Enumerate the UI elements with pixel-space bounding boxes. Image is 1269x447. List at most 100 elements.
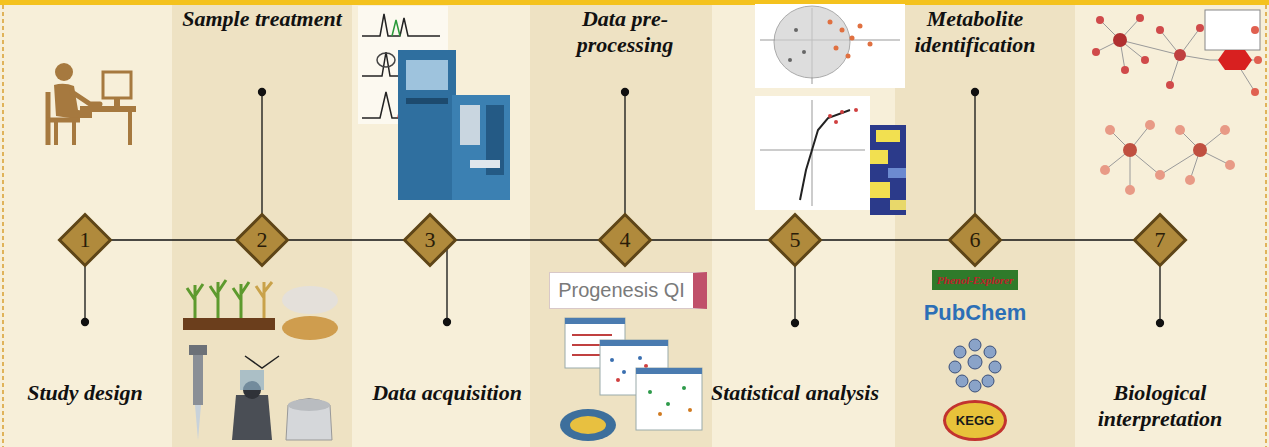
software-screenshot [648,390,652,394]
software-screenshot [648,386,686,406]
chromatogram-plot [392,20,400,36]
lab-equipment [189,345,332,440]
chromatogram-plot [362,14,440,36]
leader-stem [444,319,451,326]
software-screenshot [682,386,686,390]
pathway-network [1218,50,1252,70]
score-plot [868,42,873,47]
plant-samples [210,280,226,318]
timeline-connector [651,239,769,240]
pathway-network [1092,10,1262,195]
score-plot [850,36,855,41]
diamond-shape [237,215,288,266]
software-screenshot [638,356,642,360]
score-plot [755,4,905,88]
step-number: 7 [1155,229,1166,251]
pathway-network [1141,56,1149,64]
software-screenshot [666,402,670,406]
heatmap [876,130,900,142]
heatmap [870,150,888,164]
plant-samples [282,316,338,340]
diamond-shape [600,215,651,266]
step-diamond: 6 [949,214,1001,266]
person-icon [54,120,58,145]
leader-stem [1157,320,1164,327]
score-plot [834,46,839,51]
software-screenshot [565,318,625,324]
leader-stem [974,92,975,216]
lipid-maps-icon [989,361,1001,373]
leader-stem [794,264,795,323]
leader-stem [972,89,979,96]
heatmap [888,168,906,178]
heatmap [870,125,906,215]
step-diamond: 3 [404,214,456,266]
heatmap [870,125,906,215]
score-plot [794,28,798,32]
volcano-plot [755,96,870,210]
step-diamond: 5 [769,214,821,266]
pathway-network [1125,185,1135,195]
pathway-network [1166,81,1174,89]
volcano-plot [828,114,832,118]
timeline-connector [1001,239,1134,240]
pathway-network [1105,125,1115,135]
column-band [352,0,530,447]
volcano-plot [800,110,850,200]
column-band [1075,0,1269,447]
score-plot [788,28,806,62]
pathway-network [1225,160,1235,170]
pathway-network [1251,26,1259,34]
plant-samples [282,286,338,314]
pathway-network [1136,14,1144,22]
lab-equipment [288,399,330,411]
leader-stem [1159,264,1160,323]
pathway-network [1092,48,1100,56]
score-plot [828,20,833,25]
pathway-network [1185,175,1195,185]
leader-stem [259,89,266,96]
step-diamond: 4 [599,214,651,266]
timeline-connector [456,239,599,240]
step-diamond: 1 [59,214,111,266]
leader-stem [82,319,89,326]
person-icon [103,72,131,98]
volcano-plot [840,110,844,114]
software-screenshot [658,412,662,416]
lipid-maps-icon [949,361,961,373]
pathway-network [1205,10,1260,50]
timeline-connector [821,239,949,240]
database-logo: KEGG [943,400,1007,441]
software-screenshot [622,370,626,374]
step-number: 1 [80,229,91,251]
pathway-network [1096,16,1104,24]
software-screenshot [560,318,702,441]
database-logo: PubChem [924,300,1027,326]
score-plot [788,58,792,62]
heatmap [890,200,906,210]
lab-equipment [240,370,264,390]
pathway-network [1100,165,1110,175]
heatmap [870,182,890,198]
leader-stem [792,320,799,327]
lab-equipment [286,399,332,441]
pathway-network [1120,28,1210,85]
step-diamond: 2 [236,214,288,266]
score-plot [774,6,850,78]
plant-samples [187,284,203,318]
step-number: 6 [970,229,981,251]
column-band [530,0,712,447]
step-number: 4 [620,229,631,251]
step-label: Data pre-processing [539,6,711,59]
software-screenshot [658,408,692,416]
step-label: Study design [10,380,160,406]
leader-stem [622,89,629,96]
step-label: Statistical analysis [710,380,880,406]
score-plot [846,54,851,59]
mass-spectrometer [398,50,456,200]
database-logo: Phenol-Explorer [932,270,1018,290]
lab-equipment [232,395,272,440]
step-label: Biological interpretation [1070,380,1250,433]
frame-border [2,5,4,447]
